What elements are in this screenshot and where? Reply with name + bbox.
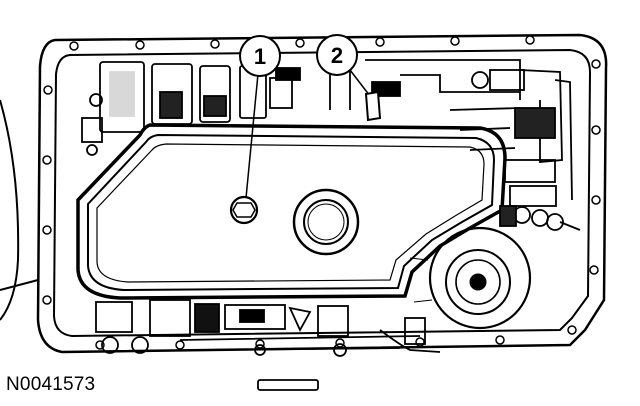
callout-1-label: 1: [254, 44, 266, 69]
pan-gasket-flange: [36, 33, 608, 354]
right-fittings: [499, 205, 581, 231]
figure-id: N0041573: [6, 374, 96, 395]
cable: [0, 99, 39, 321]
accumulator: [409, 226, 532, 330]
callout-2-label: 2: [331, 43, 343, 68]
valve-body-internals-bottom: [95, 299, 441, 391]
flange-bolt-holes: [42, 35, 601, 350]
valve-body-internals-top: [81, 59, 573, 207]
filter-intake: [292, 188, 360, 256]
callout-2: 2: [316, 34, 371, 97]
drain-plug-bolt: [229, 195, 259, 225]
callout-1: 1: [239, 35, 281, 199]
filter-retaining-clip: [364, 90, 382, 122]
filter-outline: [76, 123, 507, 300]
